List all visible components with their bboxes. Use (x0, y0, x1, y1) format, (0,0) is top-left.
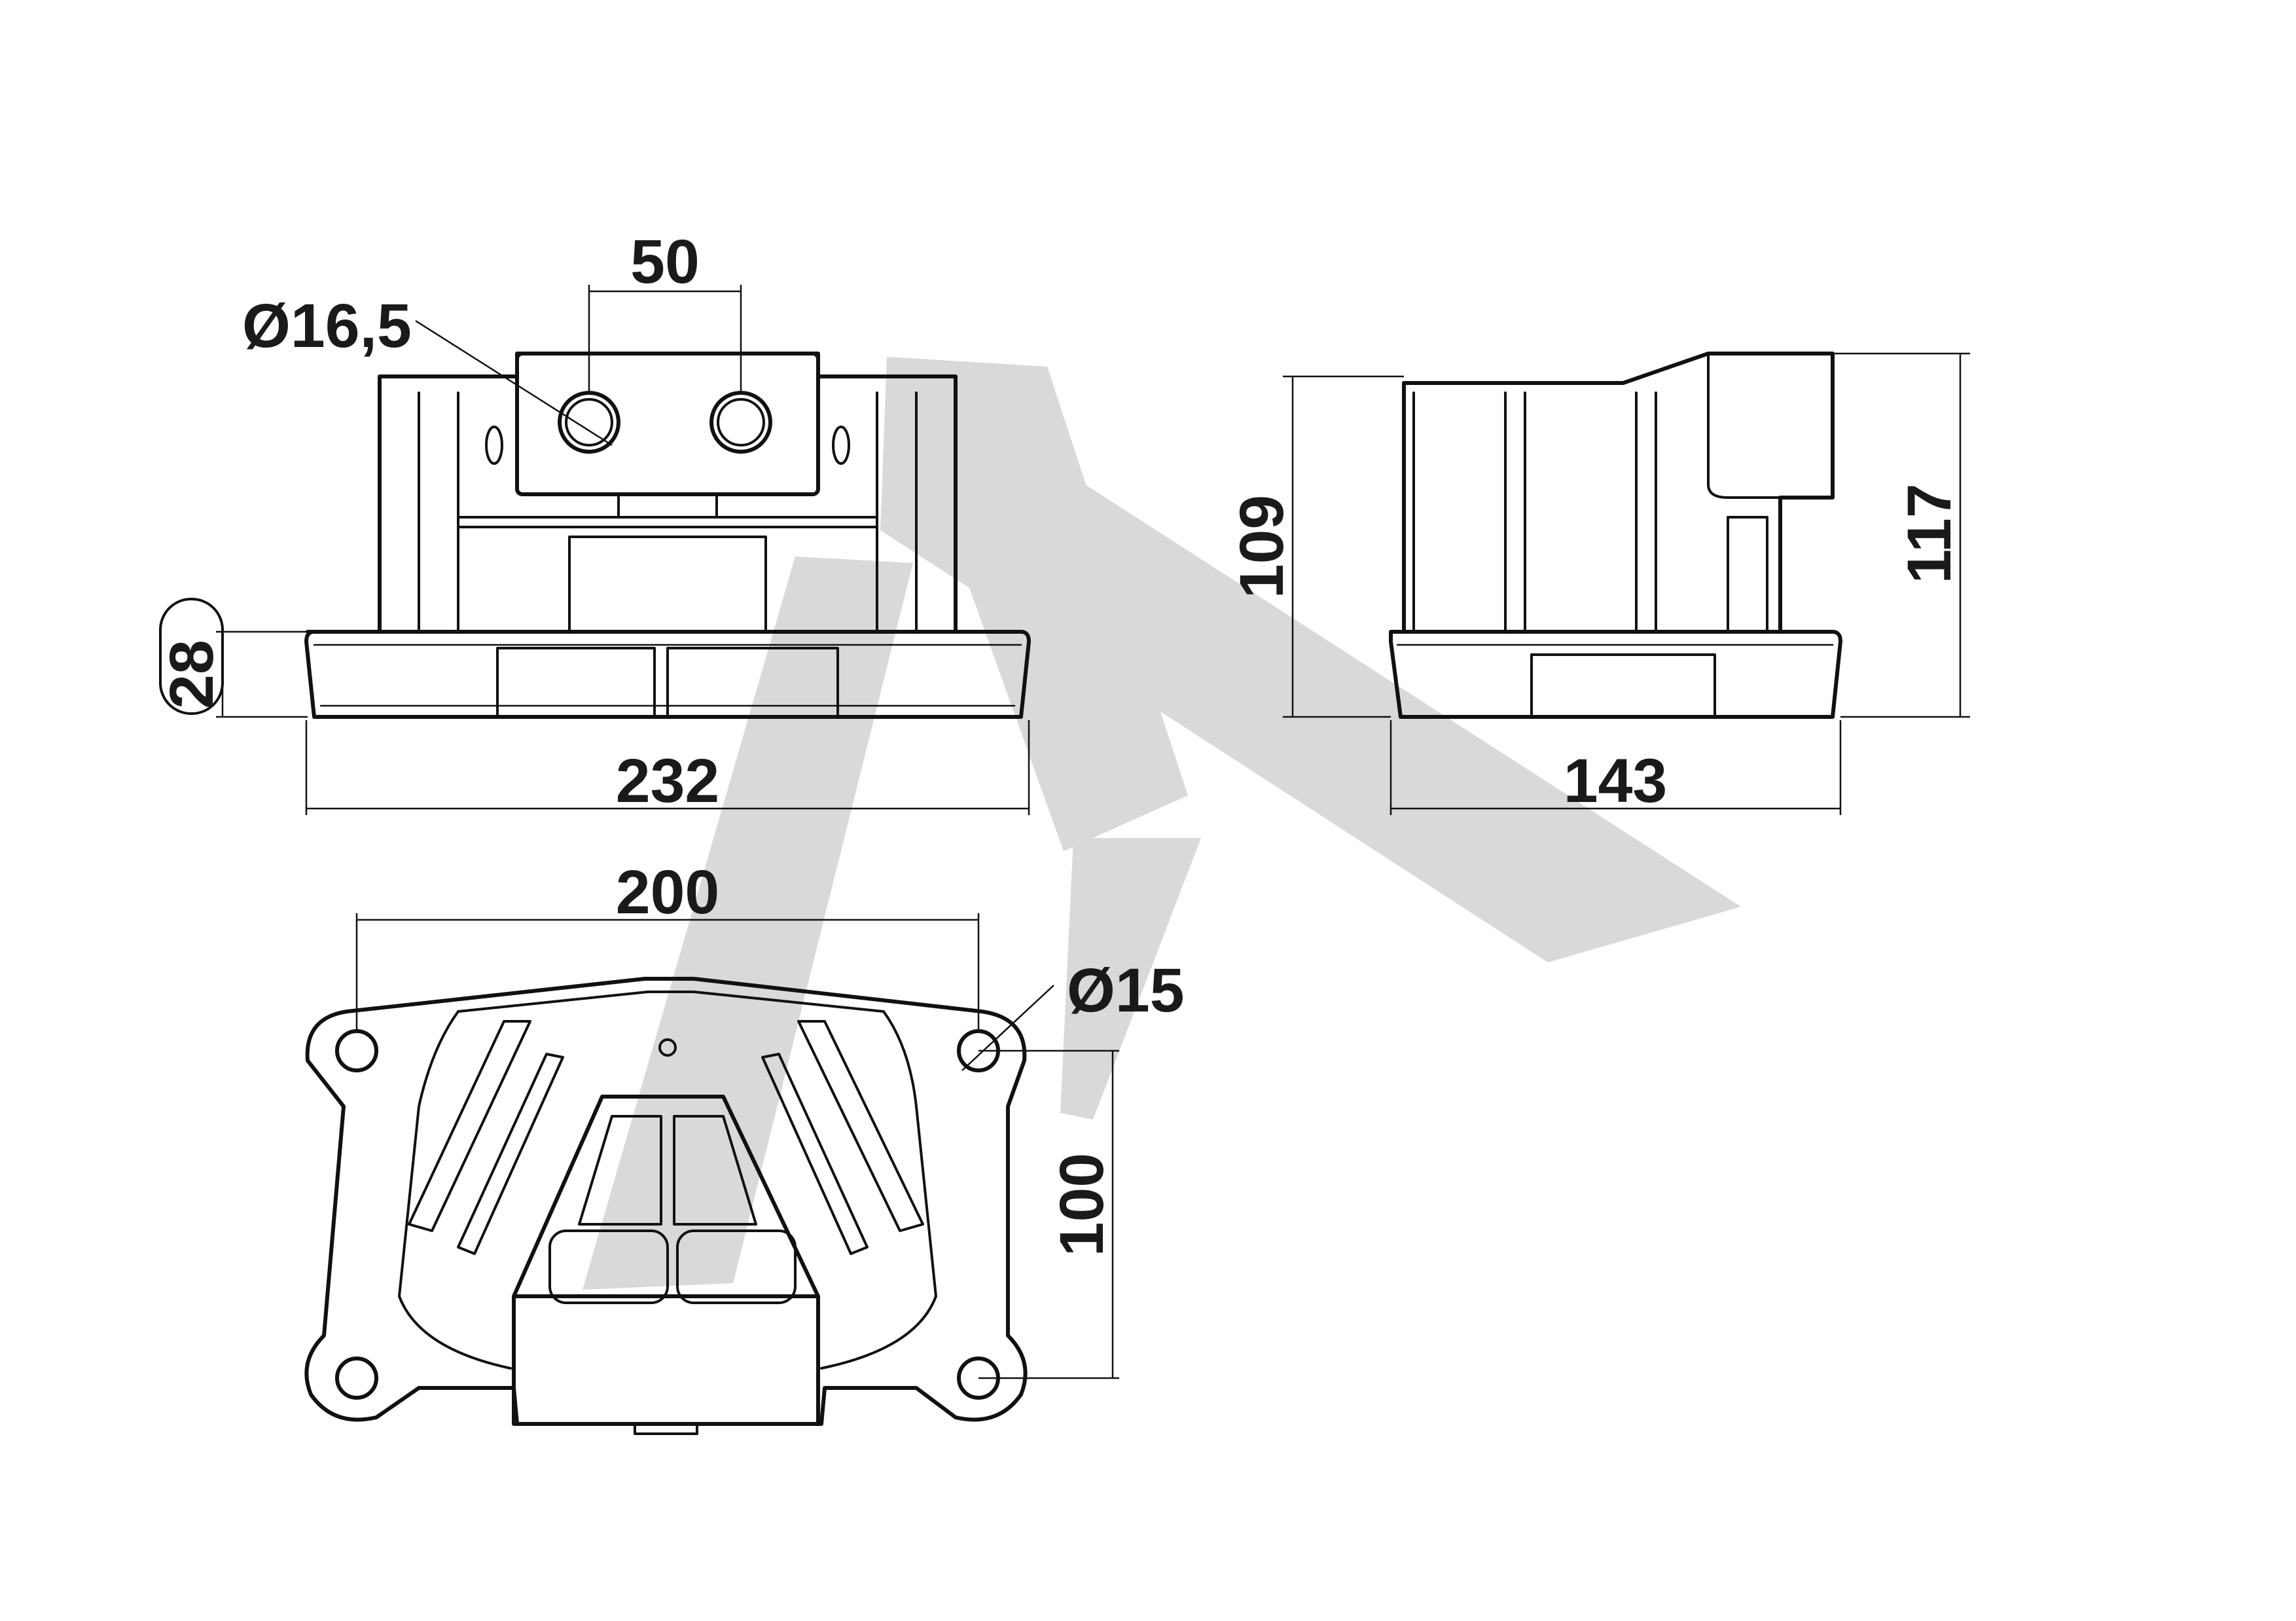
dim-bolt-spacing: 200 (616, 858, 720, 927)
front-view (304, 285, 1031, 719)
dim-bolt-spacing-vertical: 100 (1047, 1153, 1117, 1257)
side-view-dimension-lines (1283, 352, 1970, 815)
dim-base-height: 28 (157, 640, 226, 709)
watermark-logo (583, 357, 1741, 1290)
side-view (1389, 352, 1842, 719)
front-view-dimension-lines (159, 598, 1030, 815)
dim-hole-spacing: 50 (630, 227, 700, 297)
dim-total-depth: 143 (1564, 746, 1668, 816)
top-view-dimension-lines (355, 913, 1119, 1379)
dim-hole-diameter: Ø16,5 (242, 291, 412, 361)
dim-total-width: 232 (616, 746, 720, 816)
top-view (304, 977, 1028, 1435)
dim-height-side: 117 (1895, 483, 1964, 583)
dim-bolt-diameter: Ø15 (1067, 956, 1185, 1025)
dim-height-front: 109 (1227, 495, 1297, 599)
